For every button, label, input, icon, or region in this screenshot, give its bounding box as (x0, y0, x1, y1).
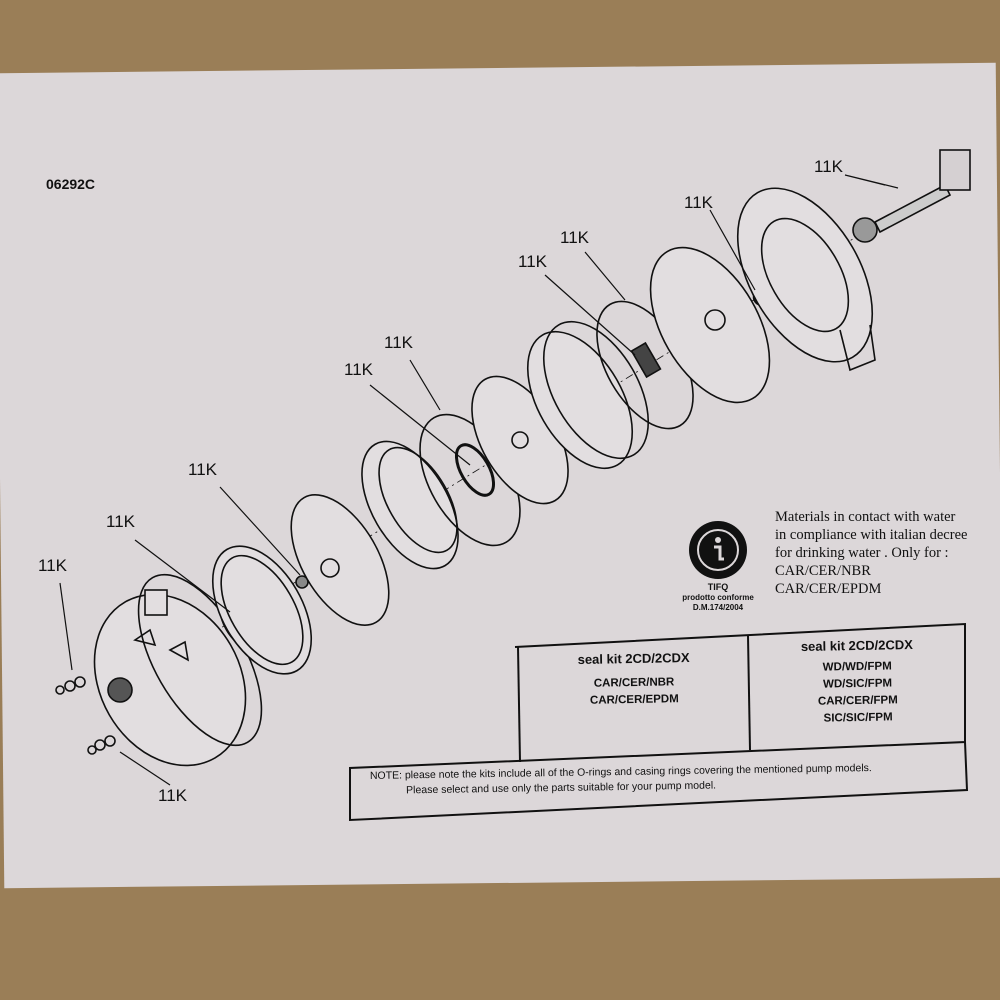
diffuser-1 (361, 440, 459, 570)
callout-label: 11K (684, 193, 713, 212)
right-kit-column: seal kit 2CD/2CDX WD/WD/FPM WD/SIC/FPM C… (749, 635, 966, 729)
callout-label: 11K (188, 460, 217, 479)
materials-line: Materials in contact with water (775, 509, 956, 525)
materials-line: for drinking water . Only for : (775, 545, 949, 561)
callout-label: 11K (384, 333, 413, 352)
diffuser-2 (526, 320, 650, 470)
materials-line: CAR/CER/EPDM (775, 581, 882, 597)
motor-shaft (873, 149, 971, 234)
callout-label: 11K (344, 360, 373, 379)
drain-plugs (55, 676, 116, 755)
motor-flange (736, 187, 876, 372)
logo-line2: D.M.174/2004 (692, 603, 744, 612)
callout-label: 11K (106, 512, 135, 531)
callout-label: 11K (814, 157, 843, 176)
callout-label: 11K (560, 228, 589, 247)
logo-name: TIFQ (707, 582, 729, 592)
bearing (852, 217, 878, 243)
tifq-logo (689, 521, 747, 579)
materials-line: in compliance with italian decree (775, 527, 968, 543)
materials-note: Materials in contact with water in compl… (775, 508, 967, 598)
callout-label: 11K (38, 556, 67, 575)
mechanical-seal (630, 341, 662, 379)
left-kit-column: seal kit 2CD/2CDX CAR/CER/NBR CAR/CER/EP… (520, 648, 749, 711)
impeller-1 (290, 494, 390, 626)
logo-line1: prodotto conforme (682, 593, 754, 602)
casing-ring-2 (454, 443, 496, 497)
callout-leaders (59, 174, 899, 786)
right-kit-title: seal kit 2CD/2CDX (800, 637, 913, 654)
drawing-code: 06292C (46, 176, 96, 192)
callout-label: 11K (158, 786, 187, 805)
pump-casing (93, 573, 263, 767)
seal-kit-table (349, 622, 969, 822)
seal-plate (649, 246, 771, 404)
materials-line: CAR/CER/NBR (775, 563, 871, 579)
diffuser-plate (211, 545, 313, 675)
left-kit-title: seal kit 2CD/2CDX (577, 650, 690, 667)
callout-label: 11K (518, 252, 547, 271)
